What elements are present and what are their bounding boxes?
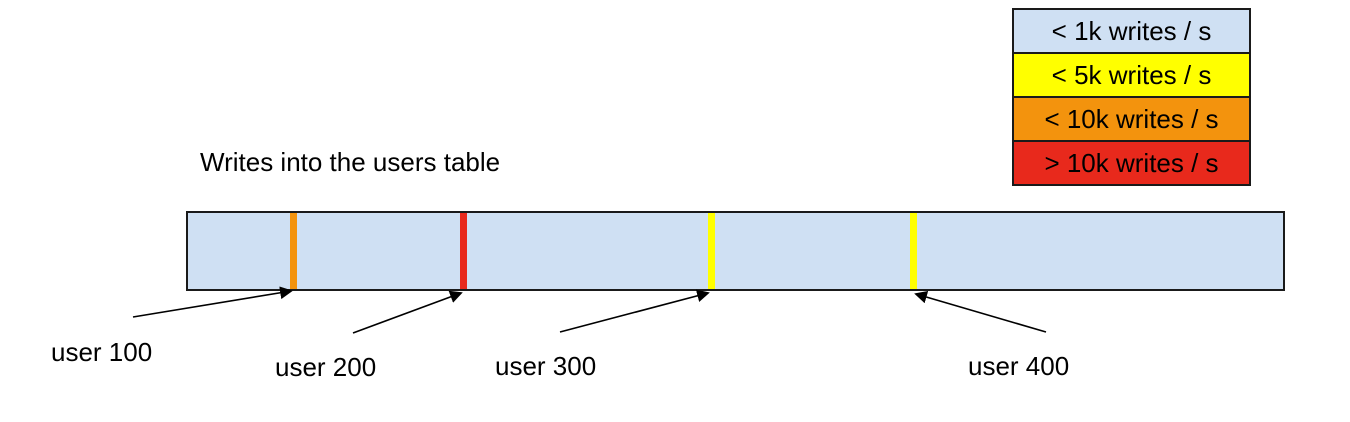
legend-item-lt-1k: < 1k writes / s [1014,10,1249,54]
legend-item-label: > 10k writes / s [1044,147,1219,178]
legend-item-lt-5k: < 5k writes / s [1014,54,1249,98]
users-table-bar [186,211,1285,291]
annotation-arrow [559,289,710,333]
annotation-arrow [352,290,463,334]
write-hotspot-marker [460,213,467,289]
write-hotspot-marker [910,213,917,289]
annotation-arrow [914,290,1047,333]
write-hotspot-marker [708,213,715,289]
legend-item-gt-10k: > 10k writes / s [1014,142,1249,184]
legend-item-label: < 5k writes / s [1051,59,1212,90]
write-rate-legend: < 1k writes / s < 5k writes / s < 10k wr… [1012,8,1251,186]
write-hotspot-marker [290,213,297,289]
diagram-title: Writes into the users table [200,147,501,177]
legend-item-label: < 1k writes / s [1051,15,1212,46]
legend-item-lt-10k: < 10k writes / s [1014,98,1249,142]
annotation-arrow [132,286,293,318]
legend-item-label: < 10k writes / s [1044,103,1219,134]
